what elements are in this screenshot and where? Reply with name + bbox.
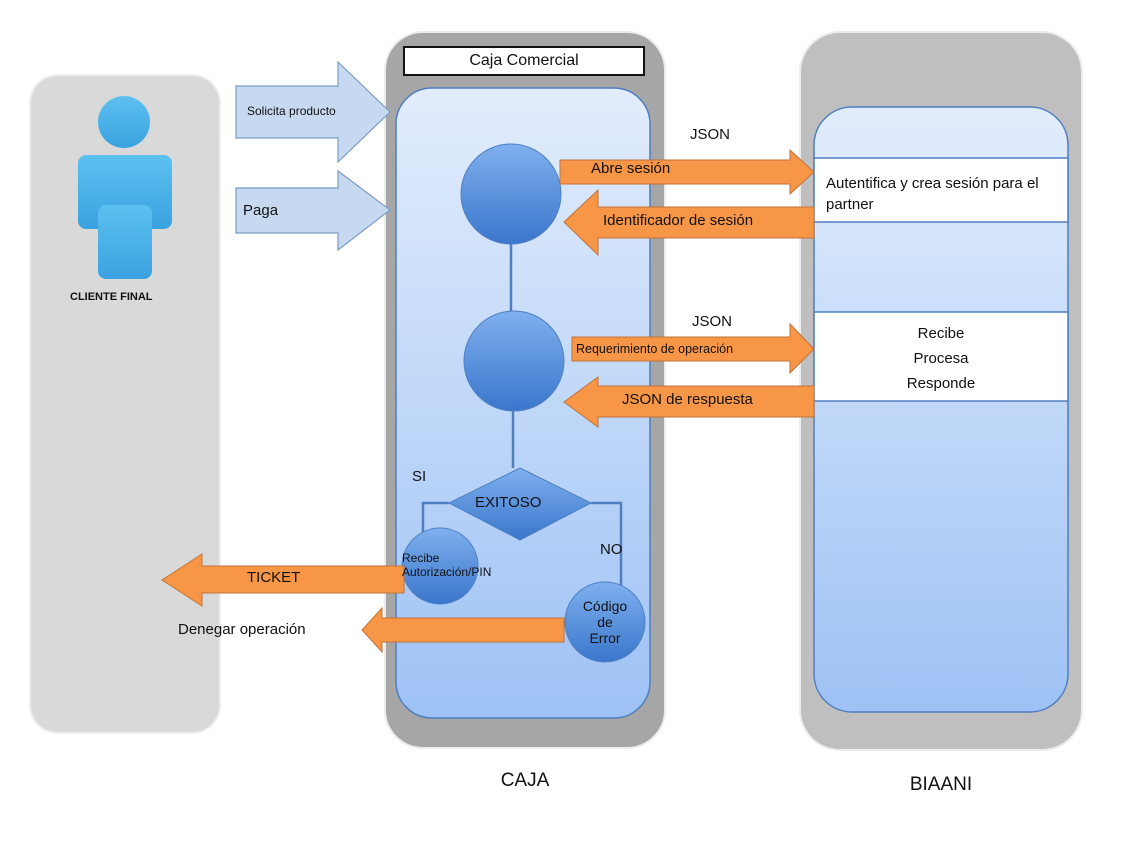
identificador-sesion-label: Identificador de sesión (603, 212, 754, 229)
error-line: Error (589, 630, 621, 646)
process-box-text: Recibe Procesa Responde (814, 321, 1068, 396)
paga-arrow (235, 169, 391, 252)
solicita-producto-arrow (235, 60, 391, 164)
error-node (564, 581, 646, 663)
json-label: JSON (692, 313, 733, 330)
client-lane (29, 74, 221, 734)
abre-sesion-arrow (559, 148, 815, 196)
caja-header: Caja Comercial (469, 52, 579, 69)
authorization-line: Autorización/PIN (402, 565, 492, 579)
ticket-label: TICKET (247, 569, 301, 586)
json-respuesta-label: JSON de respuesta (622, 391, 753, 408)
process-line: Procesa (913, 350, 969, 367)
error-node-text: Código de Error (565, 598, 645, 646)
yes-label: SI (412, 468, 427, 485)
caja-header-box (403, 46, 645, 76)
session-node (460, 143, 562, 245)
paga-label: Paga (243, 202, 279, 219)
json-label: JSON (690, 126, 731, 143)
biaani-auth-box (813, 157, 1069, 223)
requerimiento-label: Requerimiento de operación (576, 342, 734, 356)
operation-node (463, 310, 565, 412)
error-line: Código (582, 598, 628, 614)
authorization-line: Recibe (402, 551, 440, 565)
decision-label: EXITOSO (475, 494, 542, 511)
denegar-label: Denegar operación (178, 621, 306, 638)
abre-sesion-label: Abre sesión (591, 160, 671, 177)
solicita-producto-label: Solicita producto (247, 104, 336, 118)
caja-footer: CAJA (500, 770, 550, 791)
biaani-footer: BIAANI (909, 774, 973, 795)
identificador-sesion-arrow (563, 188, 815, 257)
no-label: NO (600, 541, 623, 558)
biaani-process-box (813, 311, 1069, 402)
json-respuesta-arrow (563, 376, 815, 428)
person-icon (78, 96, 172, 279)
authorization-node-text: Recibe Autorización/PIN (402, 551, 491, 579)
requerimiento-arrow (571, 322, 815, 375)
error-line: de (597, 614, 613, 630)
ticket-arrow (161, 553, 405, 607)
client-label: CLIENTE FINAL (70, 291, 153, 303)
process-line: Recibe (917, 325, 965, 342)
decision-diamond (447, 467, 593, 541)
process-line: Responde (906, 375, 976, 392)
no-branch-line (591, 501, 623, 586)
denegar-arrow (361, 606, 565, 654)
auth-box-text: Autentifica y crea sesión para el partne… (826, 175, 1039, 213)
